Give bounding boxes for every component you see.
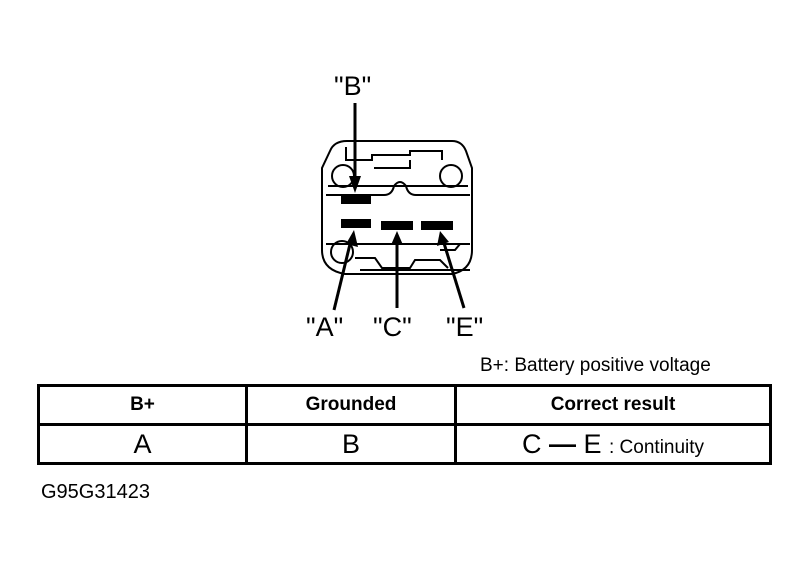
- arrowhead-C: [391, 231, 403, 245]
- terminal-label-a: "A": [306, 312, 344, 342]
- terminal-label-e: "E": [446, 312, 484, 342]
- terminal-label-c: "C": [373, 312, 412, 342]
- result-from: C: [521, 428, 542, 459]
- figure-code: G95G31423: [41, 481, 150, 503]
- pin-C: [381, 221, 413, 230]
- pin-A: [341, 219, 371, 228]
- arrowhead-A: [346, 230, 358, 247]
- result-dash: —: [548, 428, 576, 459]
- result-to: E: [583, 428, 602, 459]
- header-b-plus: B+: [37, 384, 248, 426]
- header-correct-result: Correct result: [454, 384, 772, 426]
- terminal-label-b: "B": [334, 71, 372, 101]
- arrowhead-E: [437, 231, 449, 246]
- arrow-E: [441, 239, 466, 309]
- terminal-pins: [341, 195, 453, 230]
- table-row: A B C — E : Continuity: [37, 423, 772, 465]
- cell-b-plus: A: [37, 423, 248, 465]
- test-spec-table: B+ Grounded Correct result A B C — E : C…: [37, 384, 772, 465]
- cell-correct-result: C — E : Continuity: [454, 423, 772, 465]
- result-note: : Continuity: [609, 436, 705, 458]
- legend-note: B+: Battery positive voltage: [480, 355, 711, 376]
- arrowhead-B: [349, 176, 361, 193]
- table-header-row: B+ Grounded Correct result: [37, 384, 772, 426]
- pointer-arrows: [332, 103, 466, 311]
- pin-B: [341, 195, 371, 204]
- arrow-A: [332, 239, 353, 311]
- cell-grounded: B: [245, 423, 457, 465]
- header-grounded: Grounded: [245, 384, 457, 426]
- pin-E: [421, 221, 453, 230]
